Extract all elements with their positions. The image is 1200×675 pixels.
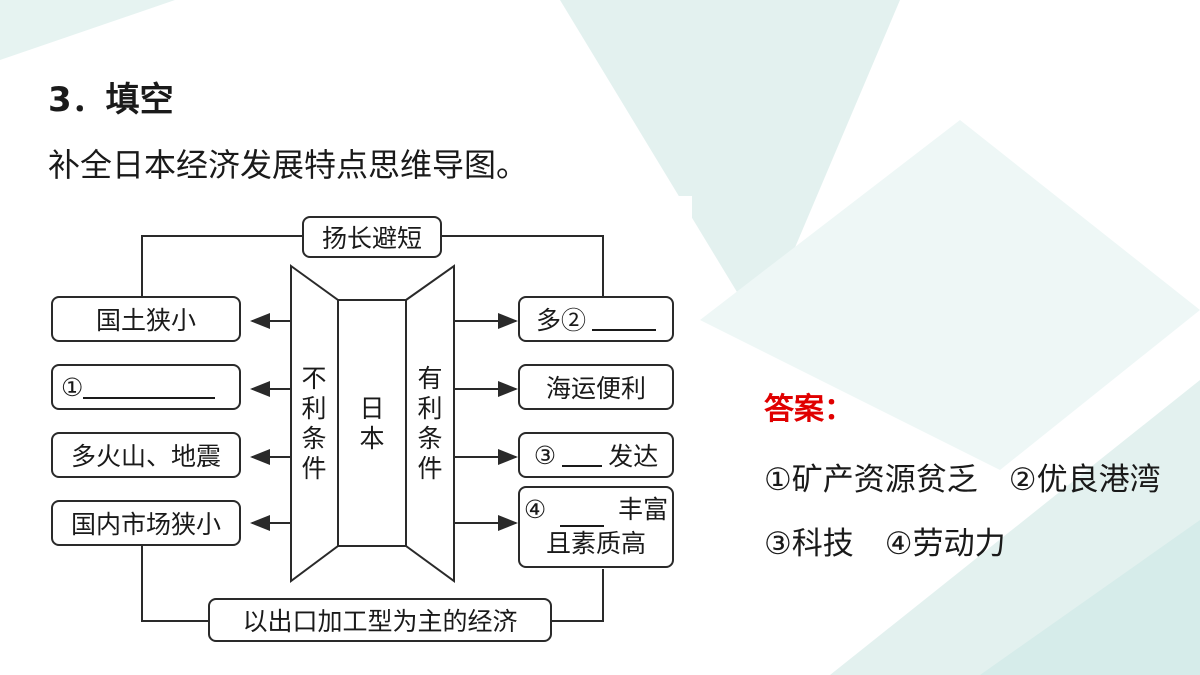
fill-in-blank-3[interactable] xyxy=(562,443,603,467)
question-heading: 3．填空 xyxy=(48,80,174,120)
blank-suffix-3: 发达 xyxy=(608,442,659,471)
economy-type-box: 以出口加工型为主的经济 xyxy=(208,598,552,642)
mind-map-diagram: 扬长避短 以出口加工型为主的经济 不 利 条 件 日 本 有 利 条 件 国土狭… xyxy=(40,196,692,656)
sea-transport-box: 海运便利 xyxy=(518,364,674,410)
blank-prefix-2: 多② xyxy=(535,306,586,335)
blank-box-4: ④ 丰富 且素质高 xyxy=(518,486,674,568)
fill-in-blank-1[interactable] xyxy=(83,375,216,399)
answer-text: ①矿产资源贫乏 ②优良港湾 ③科技 ④劳动力 xyxy=(764,462,1192,562)
favorable-conditions-label: 有 利 条 件 xyxy=(417,364,443,483)
small-market-box: 国内市场狭小 xyxy=(51,500,241,546)
unfavorable-conditions-label: 不 利 条 件 xyxy=(301,364,327,483)
blank-box-1: ① xyxy=(51,364,241,410)
answer-title: 答案： xyxy=(764,392,854,427)
blank-number-3: ③ xyxy=(533,440,557,470)
diagram-lines xyxy=(141,235,604,622)
blank-box-2: 多② xyxy=(518,296,674,342)
small-territory-box: 国土狭小 xyxy=(51,296,241,342)
volcano-earthquake-box: 多火山、地震 xyxy=(51,432,241,478)
blank-number-4: ④ xyxy=(523,495,547,524)
question-instruction: 补全日本经济发展特点思维导图。 xyxy=(48,146,529,184)
blank-number-1: ① xyxy=(61,372,84,402)
country-label: 日 本 xyxy=(359,394,385,453)
blank-box-3: ③ 发达 xyxy=(518,432,674,478)
blank-suffix-4: 丰富 xyxy=(618,495,669,524)
strategy-box: 扬长避短 xyxy=(302,216,442,258)
fill-in-blank-2[interactable] xyxy=(592,307,656,331)
blank-box-4-line2: 且素质高 xyxy=(545,529,646,558)
fill-in-blank-4[interactable] xyxy=(560,503,605,527)
